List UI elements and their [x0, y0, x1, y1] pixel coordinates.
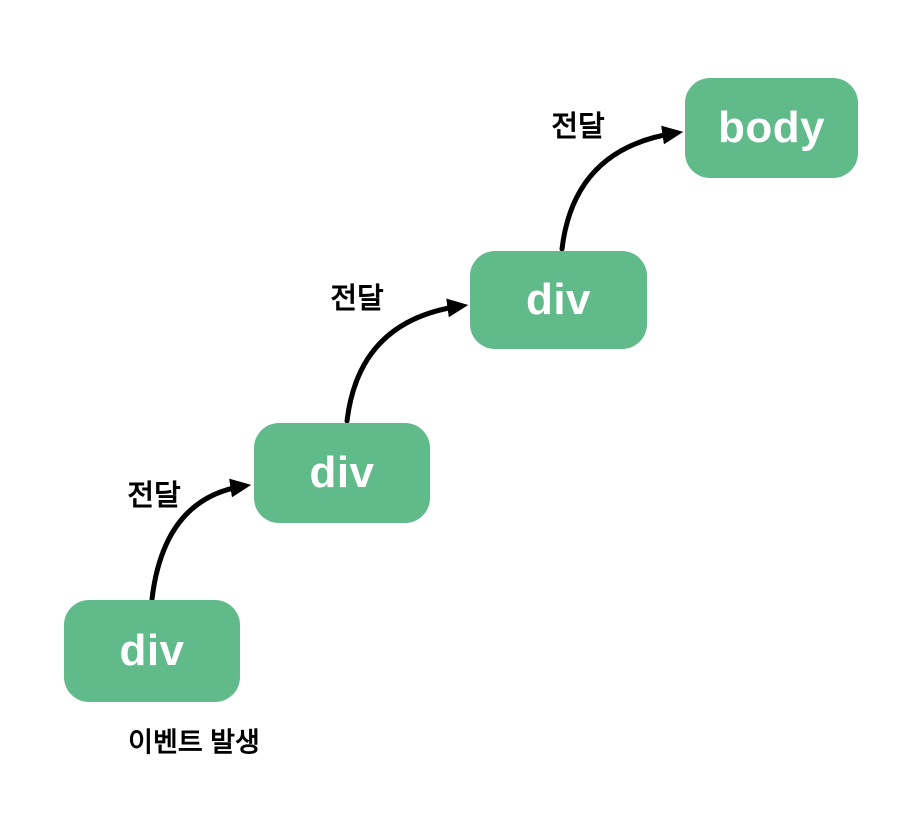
node-div-2: div	[254, 423, 430, 523]
node-div-2-label: div	[309, 448, 375, 497]
node-body-label: body	[717, 103, 826, 152]
arrow-div3-to-body	[559, 125, 684, 252]
arrow-div1-to-div2	[149, 478, 252, 602]
node-div-3-label: div	[525, 275, 592, 324]
node-div-3: div	[470, 251, 647, 349]
arrow-div2-to-div3	[344, 298, 469, 424]
edge-label-3: 전달	[551, 111, 605, 143]
edge-label-2: 전달	[330, 283, 384, 315]
node-div-1: div	[64, 600, 240, 702]
event-origin-caption: 이벤트 발생	[128, 727, 260, 758]
node-body: body	[685, 78, 858, 178]
node-div-1-label: div	[119, 626, 185, 675]
edge-label-1: 전달	[127, 480, 181, 512]
